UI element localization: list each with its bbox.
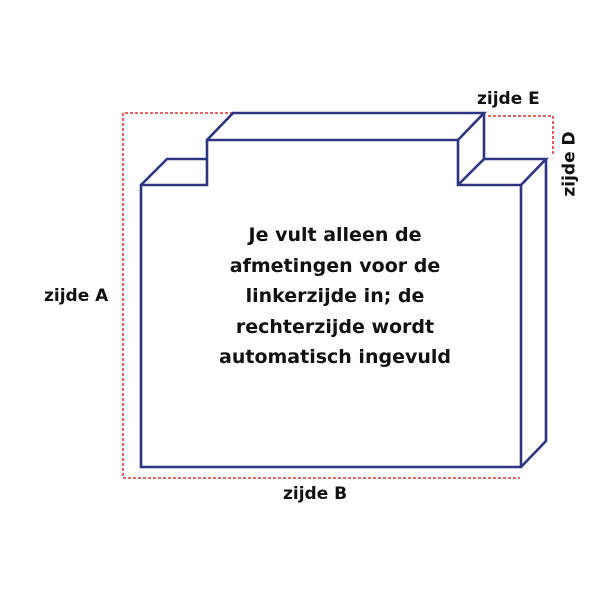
label-side-e: zijde E xyxy=(477,89,540,109)
right-step-top xyxy=(484,157,550,186)
instruction-line: automatisch ingevuld xyxy=(219,346,451,368)
label-side-b: zijde B xyxy=(283,484,348,504)
instruction-line: rechterzijde wordt xyxy=(235,315,435,338)
dimension-lines xyxy=(122,112,554,479)
instruction-text: Je vult alleen de afmetingen voor de lin… xyxy=(170,220,500,373)
box-outline xyxy=(139,111,550,469)
instruction-line: Je vult alleen de xyxy=(248,224,422,246)
instruction-line: afmetingen voor de xyxy=(229,254,441,277)
instruction-line: linkerzijde in; de xyxy=(245,285,425,307)
right-side-face xyxy=(520,159,548,468)
dimension-line-e-d xyxy=(488,115,554,154)
label-side-d: zijde D xyxy=(559,131,580,197)
label-side-a: zijde A xyxy=(44,286,109,306)
raised-top xyxy=(206,111,488,141)
dimension-line-a xyxy=(122,112,520,479)
raised-right-side xyxy=(457,113,486,186)
left-step-top xyxy=(140,157,207,186)
